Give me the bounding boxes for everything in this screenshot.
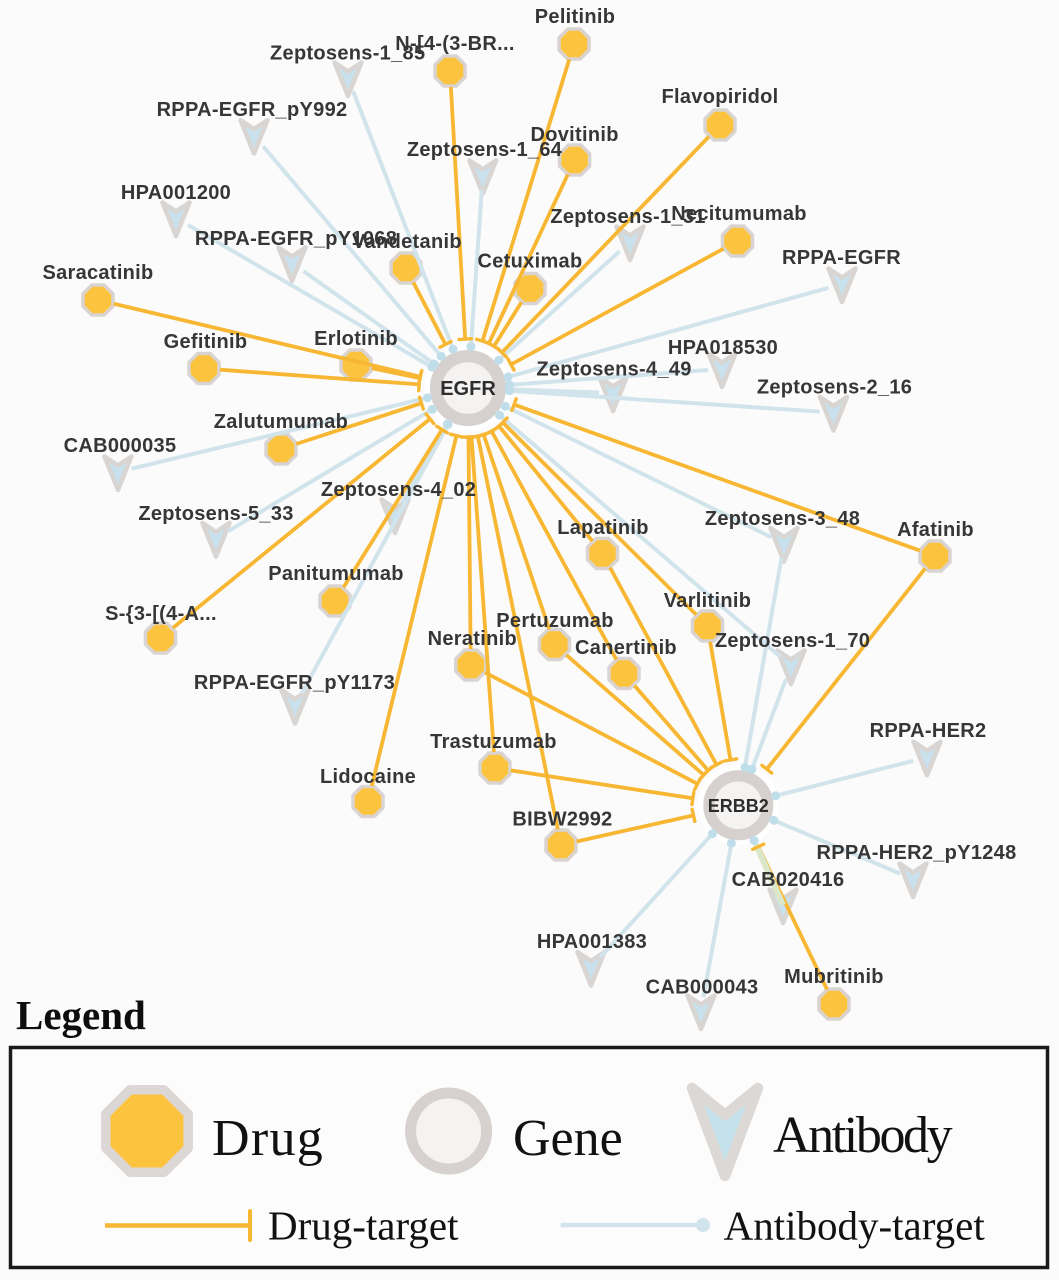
svg-text:Antibody: Antibody	[773, 1107, 953, 1164]
svg-text:Zeptosens-1_70: Zeptosens-1_70	[715, 630, 870, 652]
svg-text:EGFR: EGFR	[440, 378, 496, 400]
svg-text:ERBB2: ERBB2	[708, 796, 769, 816]
svg-text:Zalutumumab: Zalutumumab	[214, 411, 348, 433]
svg-text:RPPA-EGFR_pY1068: RPPA-EGFR_pY1068	[195, 228, 397, 250]
svg-text:Erlotinib: Erlotinib	[314, 328, 398, 350]
svg-text:Zeptosens-1_64: Zeptosens-1_64	[407, 139, 563, 161]
svg-text:RPPA-HER2_pY1248: RPPA-HER2_pY1248	[816, 842, 1016, 864]
svg-text:Antibody-target: Antibody-target	[724, 1203, 986, 1249]
svg-text:Drug-target: Drug-target	[268, 1203, 459, 1249]
svg-text:HPA001200: HPA001200	[121, 182, 231, 204]
svg-text:RPPA-HER2: RPPA-HER2	[870, 720, 987, 742]
svg-text:Zeptosens-5_33: Zeptosens-5_33	[138, 503, 293, 525]
svg-text:S-{3-[(4-A...: S-{3-[(4-A...	[105, 603, 217, 625]
svg-text:RPPA-EGFR: RPPA-EGFR	[782, 247, 901, 269]
svg-text:Gene: Gene	[513, 1110, 623, 1167]
svg-text:Gefitinib: Gefitinib	[164, 331, 248, 353]
svg-text:Lapatinib: Lapatinib	[557, 517, 649, 539]
svg-text:Zeptosens-1_85: Zeptosens-1_85	[270, 43, 425, 65]
svg-text:Dovitinib: Dovitinib	[530, 124, 618, 146]
svg-text:Pelitinib: Pelitinib	[535, 6, 615, 28]
svg-text:Zeptosens-2_16: Zeptosens-2_16	[757, 377, 912, 399]
svg-text:N-[4-(3-BR...: N-[4-(3-BR...	[395, 33, 514, 55]
svg-text:Vandetanib: Vandetanib	[352, 231, 462, 253]
svg-text:Zeptosens-4_02: Zeptosens-4_02	[321, 479, 476, 501]
svg-text:CAB000043: CAB000043	[646, 977, 759, 999]
svg-text:CAB020416: CAB020416	[732, 869, 845, 891]
svg-text:Drug: Drug	[212, 1110, 324, 1167]
svg-text:Trastuzumab: Trastuzumab	[430, 731, 557, 753]
svg-text:Cetuximab: Cetuximab	[478, 251, 583, 273]
svg-text:Necitumumab: Necitumumab	[671, 203, 807, 225]
svg-text:Neratinib: Neratinib	[428, 628, 517, 650]
svg-text:Zeptosens-4_49: Zeptosens-4_49	[536, 359, 691, 381]
svg-text:CAB000035: CAB000035	[64, 435, 177, 457]
svg-text:Afatinib: Afatinib	[897, 519, 974, 541]
svg-text:RPPA-EGFR_pY1173: RPPA-EGFR_pY1173	[194, 672, 395, 694]
svg-text:BIBW2992: BIBW2992	[512, 809, 612, 831]
svg-text:Varlitinib: Varlitinib	[664, 590, 751, 612]
svg-text:Zeptosens-3_48: Zeptosens-3_48	[705, 508, 860, 530]
svg-text:Pertuzumab: Pertuzumab	[496, 610, 613, 632]
svg-text:Lidocaine: Lidocaine	[320, 766, 416, 788]
svg-text:HPA001383: HPA001383	[537, 931, 647, 953]
svg-text:Flavopiridol: Flavopiridol	[662, 86, 779, 108]
svg-text:Panitumumab: Panitumumab	[268, 563, 404, 585]
svg-text:HPA018530: HPA018530	[668, 337, 778, 359]
svg-text:RPPA-EGFR_pY992: RPPA-EGFR_pY992	[157, 99, 348, 121]
svg-text:Saracatinib: Saracatinib	[42, 262, 153, 284]
svg-text:Canertinib: Canertinib	[575, 637, 677, 659]
svg-text:Zeptosens-1_31: Zeptosens-1_31	[550, 206, 705, 228]
svg-text:Legend: Legend	[16, 992, 146, 1038]
svg-text:Mubritinib: Mubritinib	[784, 966, 884, 988]
